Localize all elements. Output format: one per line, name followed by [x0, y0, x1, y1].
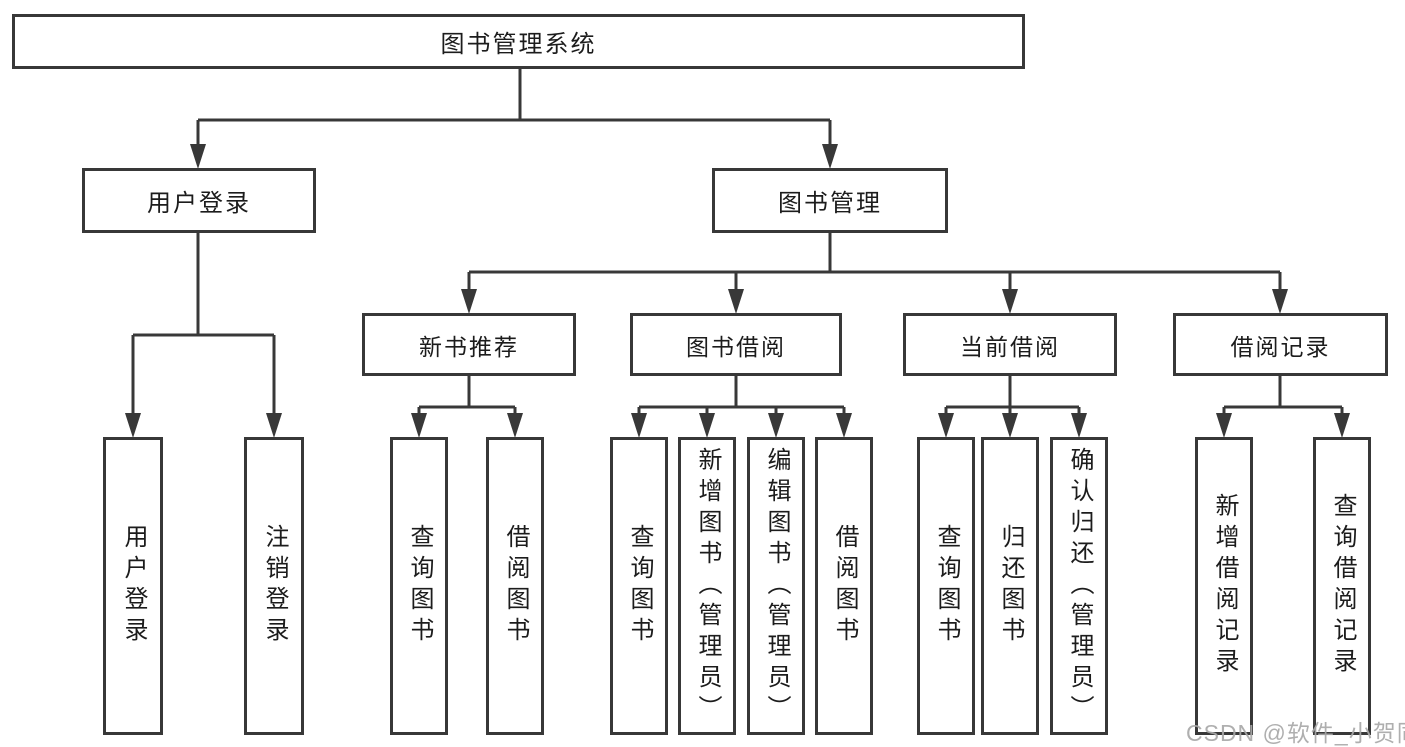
leaf-logout: 注销登录	[244, 437, 304, 735]
leaf-add-book-admin: 新增图书（管理员）	[678, 437, 736, 735]
node-library-system: 图书管理系统	[12, 14, 1025, 69]
leaf-borrow-books-recommend: 借阅图书	[486, 437, 544, 735]
node-borrowing-records: 借阅记录	[1173, 313, 1388, 376]
node-book-borrowing: 图书借阅	[630, 313, 842, 376]
node-book-management: 图书管理	[712, 168, 948, 233]
leaf-query-borrow-record: 查询借阅记录	[1313, 437, 1371, 735]
watermark-text: CSDN @软件_小贺同学	[1186, 720, 1405, 746]
leaf-query-books-current: 查询图书	[917, 437, 975, 735]
leaf-confirm-return-admin: 确认归还（管理员）	[1050, 437, 1108, 735]
leaf-edit-book-admin: 编辑图书（管理员）	[747, 437, 805, 735]
arrow-down-icon	[125, 144, 1350, 438]
leaf-user-login: 用户登录	[103, 437, 163, 735]
node-user-login: 用户登录	[82, 168, 316, 233]
node-new-book-recommendation: 新书推荐	[362, 313, 576, 376]
leaf-query-books-borrow: 查询图书	[610, 437, 668, 735]
leaf-return-books: 归还图书	[981, 437, 1039, 735]
leaf-borrow-books: 借阅图书	[815, 437, 873, 735]
leaf-add-borrow-record: 新增借阅记录	[1195, 437, 1253, 735]
node-current-borrowing: 当前借阅	[903, 313, 1117, 376]
leaf-query-books-recommend: 查询图书	[390, 437, 448, 735]
